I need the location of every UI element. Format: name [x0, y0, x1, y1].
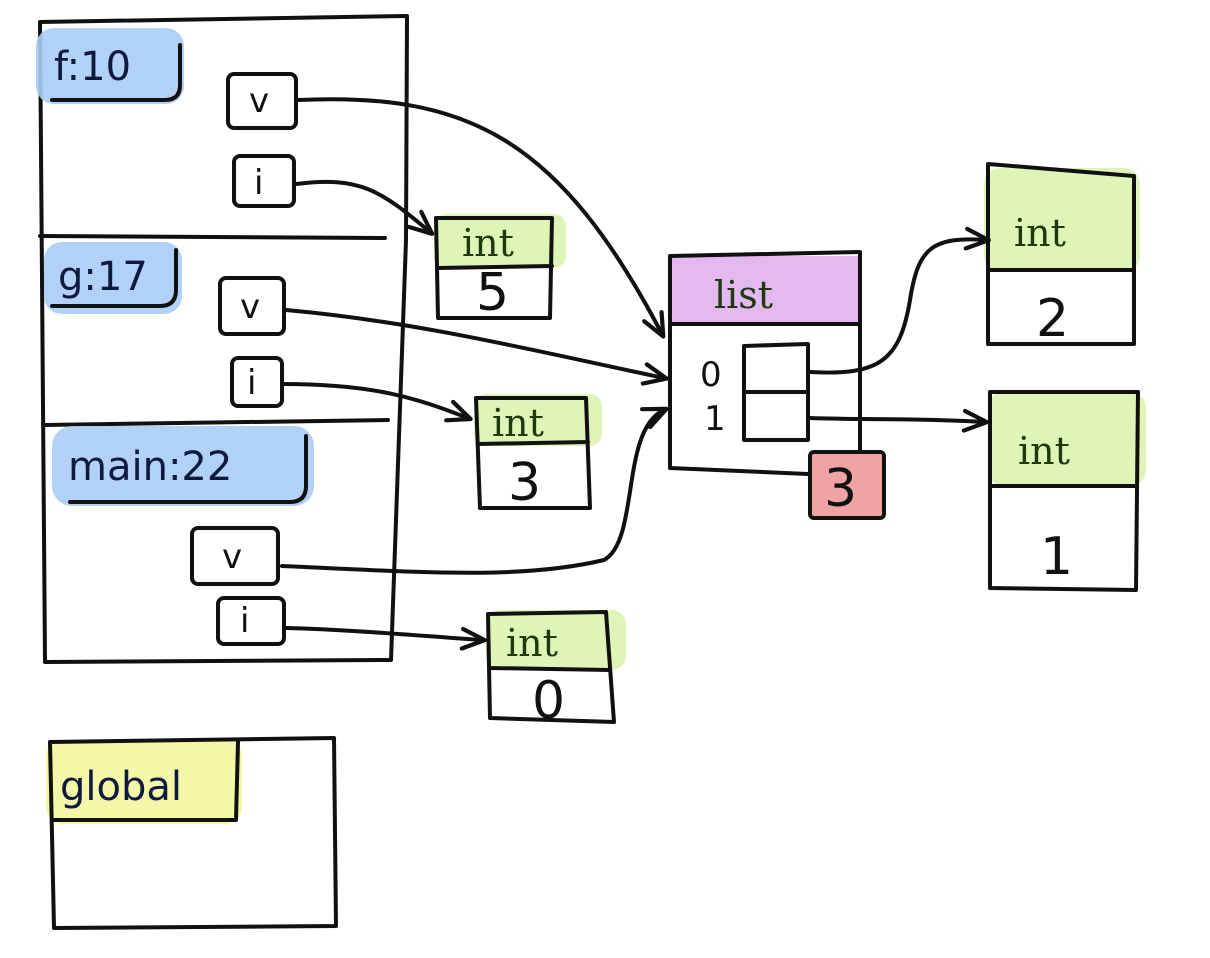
frame-global-border: [48, 736, 338, 930]
call-stack-border: [38, 14, 409, 664]
int-object-2-type: int: [1014, 211, 1066, 255]
frame-main-highlight: [52, 426, 314, 506]
arrow-f-i-to-int-5: [294, 179, 435, 236]
call-stack: [38, 14, 409, 664]
frame-g-label: g:17: [58, 254, 148, 300]
int-object-0-header-fill: [486, 610, 626, 670]
arrow-main-v-to-list: [280, 406, 669, 575]
frame-f-var-i-label: i: [254, 163, 263, 203]
frame-f-label-border: [50, 43, 182, 102]
int-object-3-value: 3: [508, 453, 541, 513]
frame-g-highlight: [44, 242, 182, 314]
int-object-5-value: 5: [476, 263, 509, 323]
list-object-type: list: [714, 273, 773, 317]
frame-main-var-i-box: [216, 596, 286, 646]
int-object-3: int 3: [474, 394, 602, 513]
int-object-1-type: int: [1018, 429, 1070, 473]
frame-f-label: f:10: [54, 44, 131, 90]
arrow-g-v-to-list: [284, 308, 669, 386]
frame-main-var-v-label: v: [222, 537, 242, 577]
int-object-0-value: 0: [532, 671, 565, 731]
int-object-0: int 0: [486, 610, 626, 731]
int-object-0-type: int: [506, 621, 558, 665]
frame-global-label-border: [50, 740, 240, 822]
frame-main: main:22 v i: [52, 426, 314, 646]
frame-g-label-border: [50, 248, 178, 308]
frame-main-var-v-box: [190, 526, 280, 586]
int-object-5-header-fill: [434, 214, 566, 268]
frame-g-var-i-label: i: [247, 363, 256, 403]
frame-divider-1: [38, 234, 387, 240]
frame-g: g:17 v i: [44, 242, 286, 408]
int-object-1-value: 1: [1040, 527, 1073, 587]
arrow-f-v-to-list: [296, 97, 666, 339]
int-object-5-type: int: [462, 221, 514, 265]
int-object-0-border: [486, 610, 616, 724]
list-object-border: [668, 250, 862, 476]
int-object-3-header-fill: [474, 394, 602, 446]
list-object-index-1: 1: [704, 399, 726, 439]
frame-global: global: [46, 736, 338, 930]
int-object-1-header-fill: [988, 392, 1146, 486]
list-object-index-0: 0: [700, 355, 722, 395]
reference-arrows: [280, 97, 991, 651]
int-object-5: int 5: [434, 214, 566, 323]
int-object-2-border: [986, 162, 1136, 346]
list-object-refcount-box: [808, 450, 886, 520]
int-object-2: int 2: [984, 162, 1140, 349]
frame-f: f:10 v i: [36, 28, 298, 208]
list-object-refcount: 3: [824, 459, 857, 519]
arrow-list-1-to-int-1: [808, 408, 989, 433]
frame-divider-2: [42, 418, 390, 427]
int-object-1-border: [988, 390, 1140, 592]
frame-main-label: main:22: [68, 444, 232, 490]
frame-f-highlight: [36, 28, 184, 104]
int-object-3-border: [474, 396, 592, 510]
frame-main-label-border: [68, 434, 308, 504]
frame-g-var-v-label: v: [240, 287, 260, 327]
frame-g-var-i-box: [230, 356, 284, 408]
frame-global-highlight: [46, 740, 242, 824]
list-object: list 0 1 3: [668, 250, 886, 520]
frame-f-var-v-label: v: [249, 81, 269, 121]
int-object-1: int 1: [988, 390, 1146, 592]
arrow-list-0-to-int-2: [808, 226, 991, 375]
frame-f-var-v-box: [226, 72, 298, 130]
int-object-2-header-fill: [984, 168, 1140, 272]
arrow-main-i-to-int-0: [284, 626, 487, 651]
frame-g-var-v-box: [218, 276, 286, 336]
int-object-2-value: 2: [1036, 289, 1069, 349]
int-object-3-type: int: [492, 401, 544, 445]
frame-main-var-i-label: i: [240, 601, 249, 641]
arrow-g-i-to-int-3: [280, 382, 473, 423]
frame-f-var-i-box: [232, 154, 296, 208]
frame-global-label: global: [60, 764, 182, 810]
int-object-5-border: [434, 216, 554, 320]
list-object-header-fill: [670, 256, 862, 324]
list-object-slots: [742, 342, 810, 442]
